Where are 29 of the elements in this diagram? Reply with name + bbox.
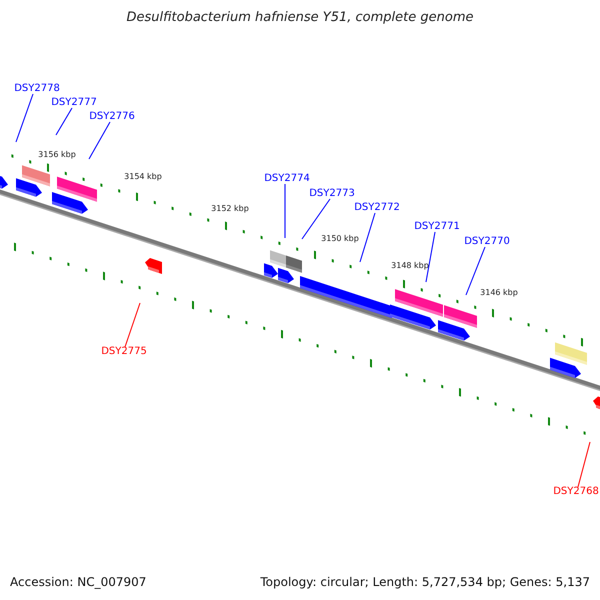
scale-label: 3146 kbp <box>480 289 518 297</box>
gene-label: DSY2775 <box>101 347 147 357</box>
leader-line <box>578 442 590 488</box>
scale-label: 3152 kbp <box>211 205 249 213</box>
leader-line <box>302 198 330 240</box>
leader-line <box>284 184 286 238</box>
scale-label: 3156 kbp <box>38 151 76 159</box>
gene-label: DSY2770 <box>464 237 510 247</box>
gene-label: DSY2771 <box>414 222 460 232</box>
scale-label: 3150 kbp <box>321 235 359 243</box>
footer-text: Topology: circular; Length: 5,727,534 bp; Genes: 5,137 <box>260 576 590 588</box>
map-title: Desulfitobacterium hafniense Y51, complete genome <box>125 11 474 24</box>
scale-label: 3148 kbp <box>391 262 429 270</box>
gene-label: DSY2773 <box>309 189 355 199</box>
leader-line <box>56 108 72 136</box>
leader-line <box>16 94 34 142</box>
footer-text: Accession: NC_007907 <box>10 576 146 588</box>
gene-label: DSY2777 <box>51 98 97 108</box>
gene-label: DSY2774 <box>264 174 310 184</box>
leader-line <box>88 122 110 160</box>
leader-line <box>124 302 140 348</box>
leader-line <box>466 246 486 296</box>
leader-line <box>360 212 376 262</box>
gene-label: DSY2772 <box>354 203 400 213</box>
gene-label: DSY2778 <box>14 84 60 94</box>
scale-label: 3154 kbp <box>124 173 162 181</box>
gene-label: DSY2768 <box>553 487 599 497</box>
gene-label: DSY2776 <box>89 112 135 122</box>
leader-line <box>426 232 436 282</box>
